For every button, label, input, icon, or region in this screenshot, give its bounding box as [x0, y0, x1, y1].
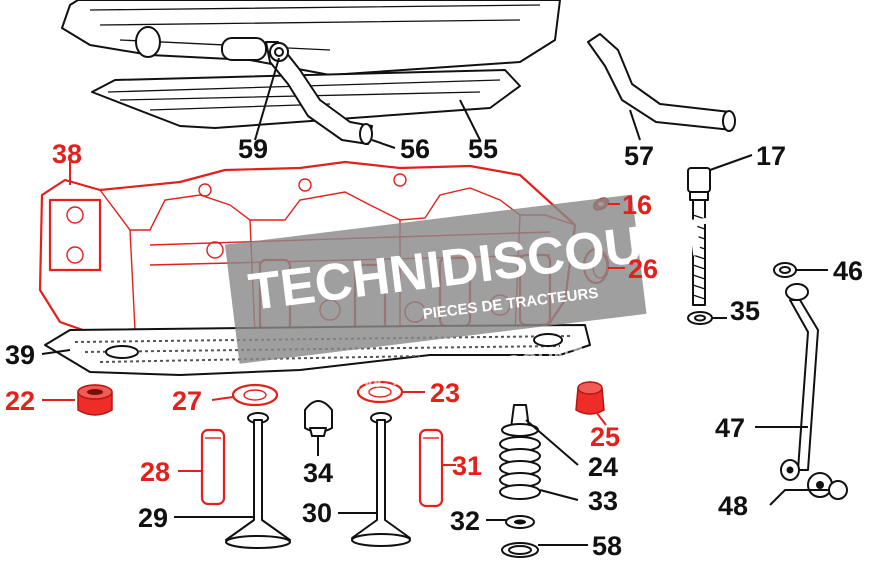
valve-stem-cap: [77, 384, 113, 416]
callout-17: 17: [756, 141, 786, 171]
callout-24: 24: [588, 452, 618, 482]
valve-guide-right: [418, 428, 444, 508]
oil-pipe: [773, 262, 848, 500]
exhaust-valve: [351, 412, 411, 547]
callout-46: 46: [833, 256, 863, 286]
callout-23: 23: [430, 378, 460, 408]
head-bolt: [687, 167, 713, 325]
valve-spring-washer-left: [231, 383, 279, 407]
callout-29: 29: [138, 503, 168, 533]
callout-39: 39: [5, 340, 35, 370]
callout-55: 55: [468, 134, 498, 164]
callout-48: 48: [718, 491, 748, 521]
callout-57: 57: [624, 141, 654, 171]
callout-27: 27: [172, 386, 202, 416]
callout-33: 33: [588, 486, 618, 516]
callout-16: 16: [622, 190, 652, 220]
callout-26: 26: [628, 254, 658, 284]
callout-38: 38: [52, 139, 82, 169]
valve-stem-seal: [575, 381, 605, 415]
callout-32: 32: [450, 506, 480, 536]
valve-guide-left: [200, 428, 226, 506]
callout-59: 59: [238, 134, 268, 164]
callout-35: 35: [730, 296, 760, 326]
return-hose: [587, 33, 736, 132]
callout-34: 34: [303, 458, 333, 488]
callout-30: 30: [302, 498, 332, 528]
callout-31: 31: [452, 451, 482, 481]
tappet: [304, 400, 333, 437]
callout-25: 25: [590, 422, 620, 452]
callout-22: 22: [5, 386, 35, 416]
callout-28: 28: [140, 457, 170, 487]
valve-spring-assembly: [499, 404, 541, 558]
callout-56: 56: [400, 134, 430, 164]
intake-valve: [225, 412, 291, 549]
breather-hose: [221, 37, 373, 145]
callout-58: 58: [592, 531, 622, 561]
callout-47: 47: [715, 413, 745, 443]
